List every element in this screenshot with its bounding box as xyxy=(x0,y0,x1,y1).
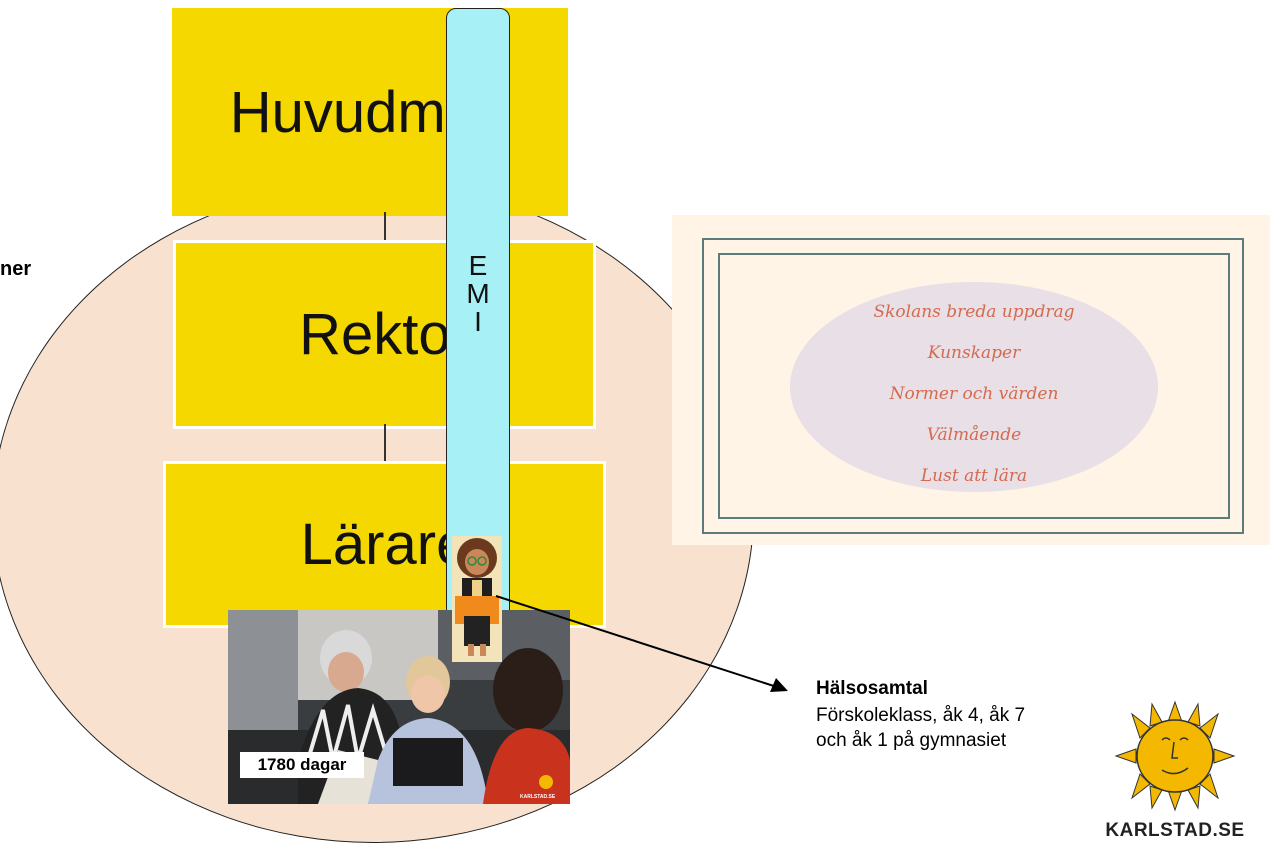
side-label: ner xyxy=(0,258,32,280)
box-larare: Lärare xyxy=(163,461,606,628)
photo-caption: 1780 dagar xyxy=(240,752,364,778)
teacher-figure-icon xyxy=(452,536,502,662)
emi-label: E M I xyxy=(446,252,510,336)
arrow-icon xyxy=(495,595,788,692)
poster-oval xyxy=(790,282,1158,492)
poster-text: Skolans breda uppdrag Kunskaper Normer o… xyxy=(790,292,1158,497)
emi-letter: E xyxy=(468,250,488,281)
box-rektor: Rektor xyxy=(173,240,596,429)
emi-letter: M xyxy=(466,278,490,309)
poster-line: Lust att lära xyxy=(920,466,1028,486)
box-rektor-label: Rektor xyxy=(299,302,470,367)
health-talk-title: Hälsosamtal xyxy=(816,678,928,699)
poster-line: Kunskaper xyxy=(927,343,1021,363)
health-talk-text: Förskoleklass, åk 4, åk 7 och åk 1 på gy… xyxy=(816,705,1026,751)
poster-line: Normer och värden xyxy=(889,384,1059,404)
poster-frame-outer xyxy=(702,238,1244,534)
box-larare-label: Lärare xyxy=(300,512,469,577)
connector-line xyxy=(384,212,386,250)
emi-letter: I xyxy=(474,306,482,337)
poster-line: Skolans breda uppdrag xyxy=(873,302,1075,322)
photo-watermark: KARLSTAD.SE xyxy=(520,794,556,800)
poster-line: Välmående xyxy=(926,425,1022,445)
karlstad-sun-logo-icon xyxy=(1114,700,1236,812)
connector-line xyxy=(384,424,386,464)
karlstad-logo-text: KARLSTAD.SE xyxy=(1105,820,1245,841)
poster-frame-inner xyxy=(718,253,1230,519)
